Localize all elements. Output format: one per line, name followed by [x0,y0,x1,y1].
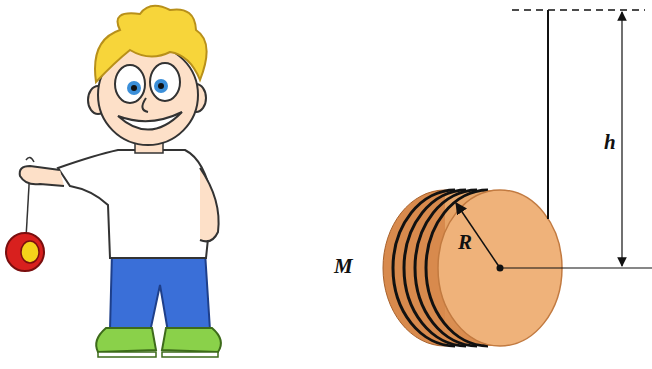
height-label: h [604,132,616,153]
radius-label: R [458,232,472,253]
mass-label: M [334,256,353,277]
